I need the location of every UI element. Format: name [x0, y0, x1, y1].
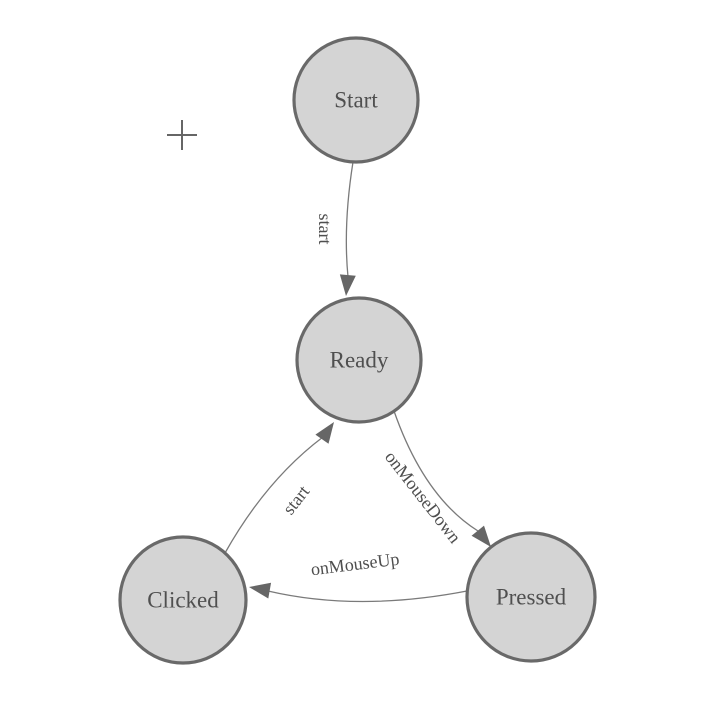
arrowhead-icon	[315, 422, 334, 444]
edge-line-clicked-to-ready[interactable]	[224, 436, 324, 554]
state-node-pressed[interactable]: Pressed	[465, 531, 597, 663]
transition-edge-clicked-to-ready[interactable]: start	[224, 417, 341, 554]
state-node-clicked[interactable]: Clicked	[118, 535, 248, 665]
state-node-start[interactable]: Start	[292, 36, 420, 164]
arrowhead-icon	[471, 525, 491, 547]
edge-label-ready-to-pressed: onMouseDown	[381, 447, 465, 547]
state-label-start: Start	[334, 88, 378, 113]
edge-line-pressed-to-clicked[interactable]	[267, 590, 468, 603]
transition-edge-start-to-ready[interactable]: start	[315, 161, 356, 297]
state-circle-pressed[interactable]	[465, 531, 597, 663]
edge-label-pressed-to-clicked: onMouseUp	[310, 549, 401, 580]
state-circle-ready[interactable]	[295, 296, 423, 424]
edge-label-start-to-ready: start	[315, 214, 335, 245]
state-circle-start[interactable]	[292, 36, 420, 164]
edge-line-start-to-ready[interactable]	[345, 161, 354, 278]
transition-edge-pressed-to-clicked[interactable]: onMouseUp	[248, 549, 468, 603]
crosshair-icon	[167, 120, 197, 150]
transition-edge-ready-to-pressed[interactable]: onMouseDown	[381, 410, 497, 552]
arrowhead-icon	[249, 582, 272, 599]
state-label-clicked: Clicked	[147, 588, 219, 613]
edge-line-ready-to-pressed[interactable]	[393, 410, 479, 532]
edge-label-clicked-to-ready: start	[279, 482, 314, 519]
state-circle-clicked[interactable]	[118, 535, 248, 665]
state-node-ready[interactable]: Ready	[295, 296, 423, 424]
state-label-ready: Ready	[330, 348, 389, 373]
state-label-pressed: Pressed	[496, 585, 567, 610]
arrowhead-icon	[339, 274, 356, 296]
